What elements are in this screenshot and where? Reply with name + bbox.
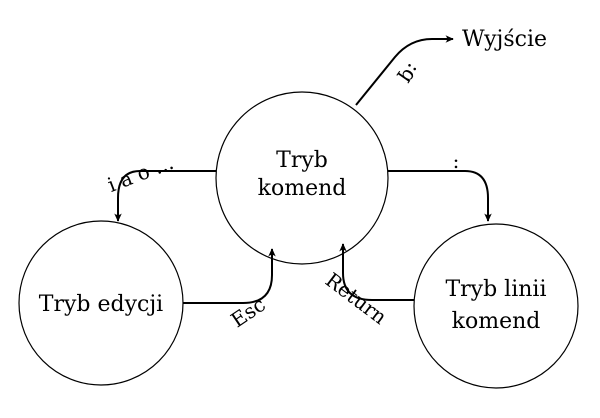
state-edit-mode-label: Tryb edycji	[39, 292, 163, 317]
edge-label-to-edit: i a o ...	[104, 150, 177, 197]
state-cmdline-mode-circle	[413, 223, 579, 389]
edge-edit-to-command-esc	[183, 248, 276, 304]
edge-command-to-cmdline	[388, 170, 492, 222]
edge-cmdline-to-command-return	[339, 243, 414, 301]
edge-label-return: Return	[321, 268, 392, 330]
edge-command-to-exit-quit	[355, 35, 454, 106]
edge-command-to-edit	[114, 170, 216, 222]
state-cmdline-mode: Tryb linii komend	[413, 223, 579, 389]
state-command-mode: Tryb komend	[215, 91, 389, 265]
state-command-mode-circle	[215, 91, 389, 265]
edge-label-to-cmdline: :	[453, 149, 460, 173]
state-edit-mode: Tryb edycji	[18, 220, 184, 386]
state-command-mode-label-line2: komend	[258, 176, 347, 201]
state-exit-label: Wyjście	[462, 27, 547, 52]
state-exit: Wyjście	[462, 27, 547, 52]
state-cmdline-mode-label-line2: komend	[452, 309, 541, 334]
state-cmdline-mode-label-line1: Tryb linii	[445, 277, 546, 302]
state-command-mode-label-line1: Tryb	[276, 148, 328, 173]
edge-label-quit: :q	[395, 59, 426, 89]
